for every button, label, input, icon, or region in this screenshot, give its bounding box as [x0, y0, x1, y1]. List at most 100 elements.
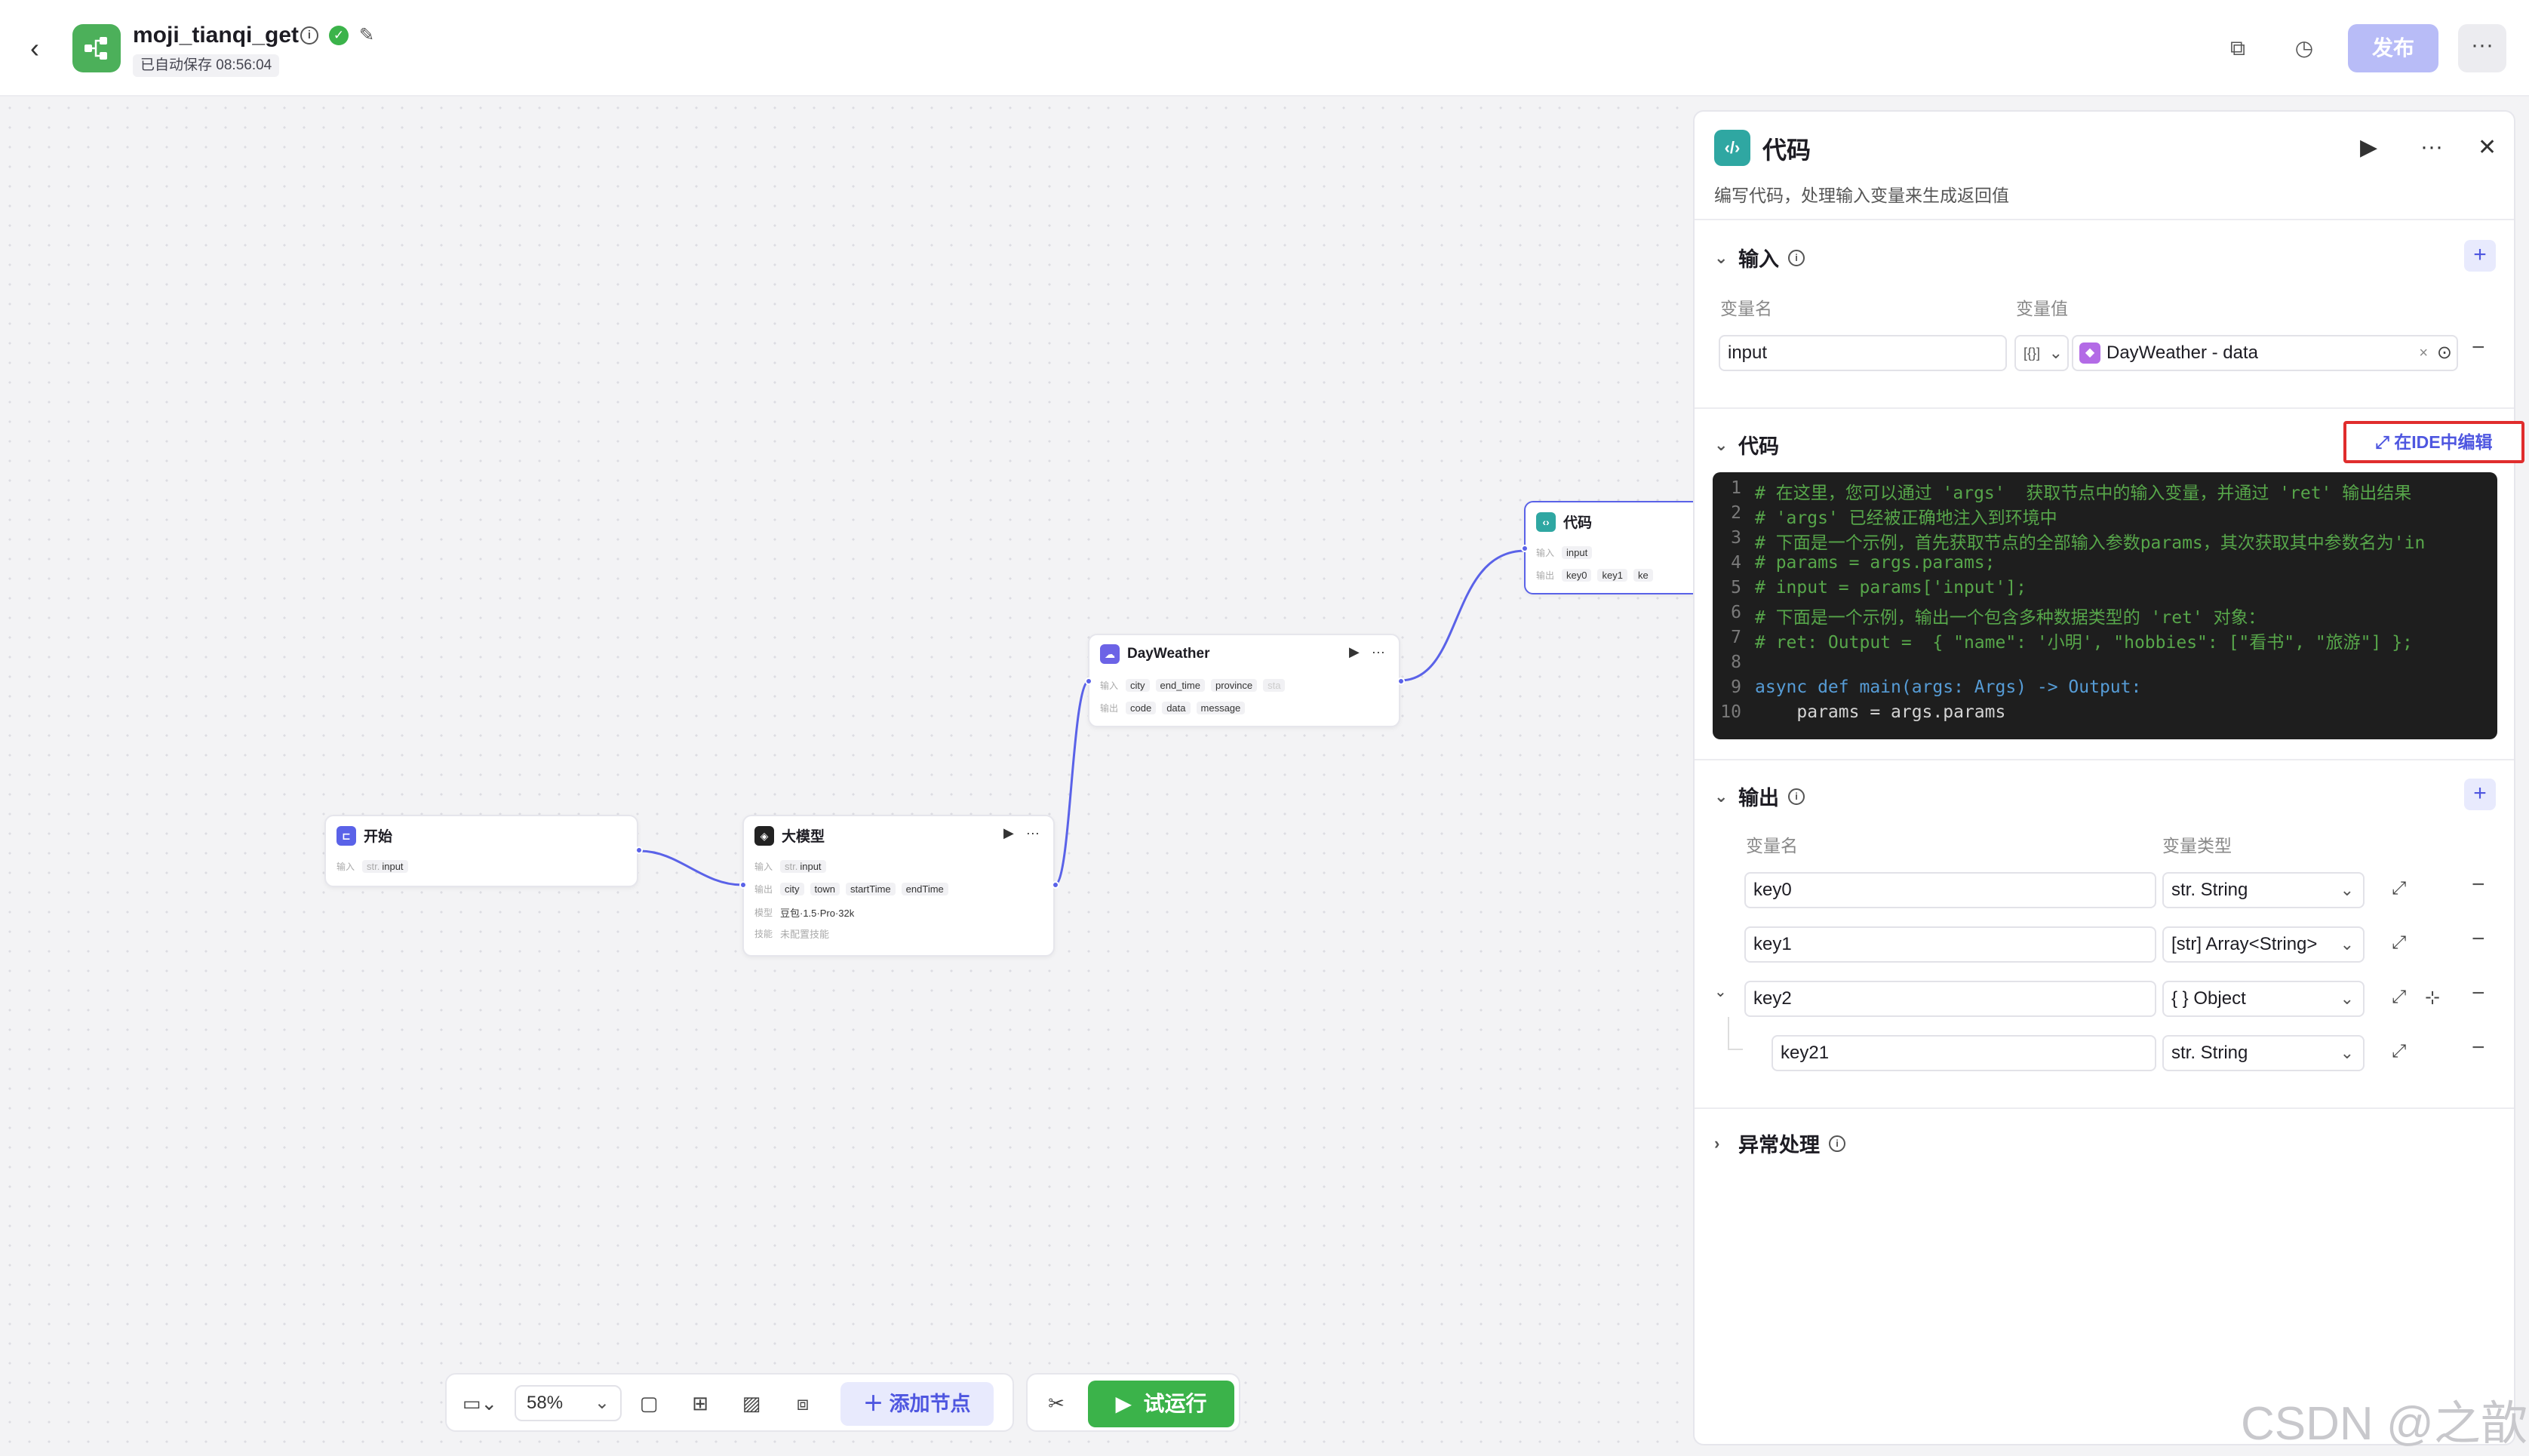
model-value: 豆包·1.5·Pro·32k: [780, 908, 855, 919]
chevron-down-icon: ⌄: [1714, 435, 1729, 454]
chevron-down-icon: ⌄: [2340, 935, 2354, 954]
output-port[interactable]: [635, 846, 643, 854]
output-var-name-field[interactable]: key2: [1744, 981, 2156, 1017]
node-dw-input-tag: sta: [1263, 679, 1286, 692]
output-type-select[interactable]: [str] Array<String>⌄: [2162, 926, 2365, 963]
node-dw-output-tag: code: [1126, 702, 1157, 714]
zoom-select[interactable]: 58%⌄: [515, 1385, 622, 1421]
info-icon[interactable]: i: [1788, 249, 1805, 266]
info-icon[interactable]: i: [300, 26, 318, 45]
chevron-down-icon: ⌄: [2340, 989, 2354, 1008]
code-icon: ‹›: [1536, 511, 1556, 532]
output-port[interactable]: [1052, 881, 1059, 889]
output-var-name-field[interactable]: key0: [1744, 872, 2156, 908]
add-input-button[interactable]: +: [2464, 240, 2496, 272]
edit-icon[interactable]: ✎: [359, 25, 375, 45]
expand-icon[interactable]: ⤢: [2392, 932, 2407, 953]
add-output-button[interactable]: +: [2464, 779, 2496, 810]
chevron-down-icon: ⌄: [1714, 247, 1729, 267]
back-arrow-icon[interactable]: ‹: [30, 32, 39, 63]
llm-icon: ◈: [754, 825, 774, 846]
code-line: 6# 下面是一个示例，输出一个包含多种数据类型的 'ret' 对象：: [1731, 603, 2266, 628]
output-var-name-field[interactable]: key21: [1772, 1035, 2156, 1071]
add-node-button[interactable]: ＋ 添加节点: [840, 1382, 994, 1426]
input-port[interactable]: [1521, 545, 1529, 552]
watermark: CSDN @之歆: [2241, 1398, 2527, 1450]
output-port[interactable]: [1397, 677, 1405, 685]
close-icon[interactable]: ✕: [2478, 135, 2497, 160]
node-more-icon[interactable]: ···: [1025, 825, 1040, 840]
divider: [1695, 407, 2514, 409]
remove-output-icon[interactable]: −: [2472, 872, 2485, 897]
node-code-input-tag: input: [1562, 546, 1593, 559]
divider: [1695, 759, 2514, 760]
node-llm-input-tag: str.input: [780, 860, 826, 873]
code-node-icon: ‹/›: [1714, 130, 1750, 166]
debug-tool-icon[interactable]: ✂: [1048, 1392, 1065, 1415]
add-child-icon[interactable]: ⊹: [2425, 988, 2441, 1008]
divider: [1695, 1107, 2514, 1109]
input-port[interactable]: [739, 881, 747, 889]
node-dayweather[interactable]: ☁DayWeather ▶··· 输入 city end_time provin…: [1085, 634, 1405, 727]
edge-start-llm: [639, 849, 743, 886]
copy-icon[interactable]: ⧉: [2230, 36, 2245, 60]
var-type-select[interactable]: [{}]⌄: [2014, 335, 2069, 371]
input-port[interactable]: [1085, 677, 1092, 685]
output-var-name-field[interactable]: key1: [1744, 926, 2156, 963]
remove-output-icon[interactable]: −: [2472, 981, 2485, 1006]
var-reference-field[interactable]: ◆ DayWeather - data × ⊙: [2072, 335, 2458, 371]
node-code-title: 代码: [1563, 515, 1593, 531]
node-dw-input-tag: province: [1210, 679, 1258, 692]
history-icon[interactable]: ◷: [2294, 36, 2314, 60]
chevron-down-icon: ⌄: [2048, 343, 2063, 362]
node-code-input-label: 输入: [1536, 548, 1555, 558]
image-icon[interactable]: ▨: [742, 1392, 761, 1415]
run-node-icon[interactable]: ▶: [1003, 825, 1014, 840]
clear-icon[interactable]: ×: [2419, 345, 2428, 361]
code-section-header[interactable]: ⌄代码: [1714, 435, 1779, 459]
more-icon[interactable]: ···: [2420, 134, 2443, 159]
input-var-name-field[interactable]: input: [1719, 335, 2007, 371]
code-editor[interactable]: 1# 在这里，您可以通过 'args' 获取节点中的输入变量，并通过 'ret'…: [1713, 472, 2497, 739]
publish-button[interactable]: 发布: [2348, 24, 2438, 72]
test-run-button[interactable]: ▶ 试运行: [1088, 1381, 1234, 1427]
expand-icon[interactable]: ⤢: [2392, 987, 2407, 1007]
output-type-select[interactable]: { } Object⌄: [2162, 981, 2365, 1017]
node-dayweather-input-label: 输入: [1100, 680, 1119, 691]
remove-output-icon[interactable]: −: [2472, 1035, 2485, 1060]
minimap-toggle-icon[interactable]: ▭⌄: [462, 1392, 498, 1415]
fit-view-icon[interactable]: ⧈: [796, 1392, 810, 1415]
comment-icon[interactable]: ▢: [639, 1392, 659, 1415]
output-type-select[interactable]: str. String⌄: [2162, 1035, 2365, 1071]
node-more-icon[interactable]: ···: [1371, 644, 1385, 659]
run-node-icon[interactable]: ▶: [1349, 644, 1360, 659]
plugin-icon: ☁: [1100, 644, 1120, 664]
info-icon[interactable]: i: [1829, 1135, 1845, 1152]
chevron-down-icon: ⌄: [1714, 786, 1729, 806]
code-line: 4# params = args.params;: [1731, 553, 1996, 573]
remove-output-icon[interactable]: −: [2472, 926, 2485, 951]
run-toolbar: ✂ ▶ 试运行: [1026, 1373, 1240, 1432]
code-line: 7# ret: Output = { "name": '小明', "hobbie…: [1731, 628, 2413, 653]
remove-input-icon[interactable]: −: [2472, 335, 2485, 360]
more-options-button[interactable]: ···: [2458, 24, 2506, 72]
expand-icon[interactable]: ⤢: [2392, 878, 2407, 898]
info-icon[interactable]: i: [1788, 788, 1805, 805]
output-type-select[interactable]: str. String⌄: [2162, 872, 2365, 908]
target-icon[interactable]: ⊙: [2436, 342, 2452, 363]
layout-grid-icon[interactable]: ⊞: [692, 1392, 708, 1415]
edit-in-ide-button[interactable]: ⤢ 在IDE中编辑: [2343, 421, 2524, 463]
run-node-icon[interactable]: ▶: [2360, 135, 2378, 160]
node-llm-model-label: 模型: [754, 908, 773, 918]
expand-icon[interactable]: ⤢: [2392, 1041, 2407, 1061]
node-start-title: 开始: [364, 829, 393, 845]
chevron-down-icon[interactable]: ⌄: [1714, 984, 1727, 1000]
node-dw-input-tag: city: [1126, 679, 1150, 692]
